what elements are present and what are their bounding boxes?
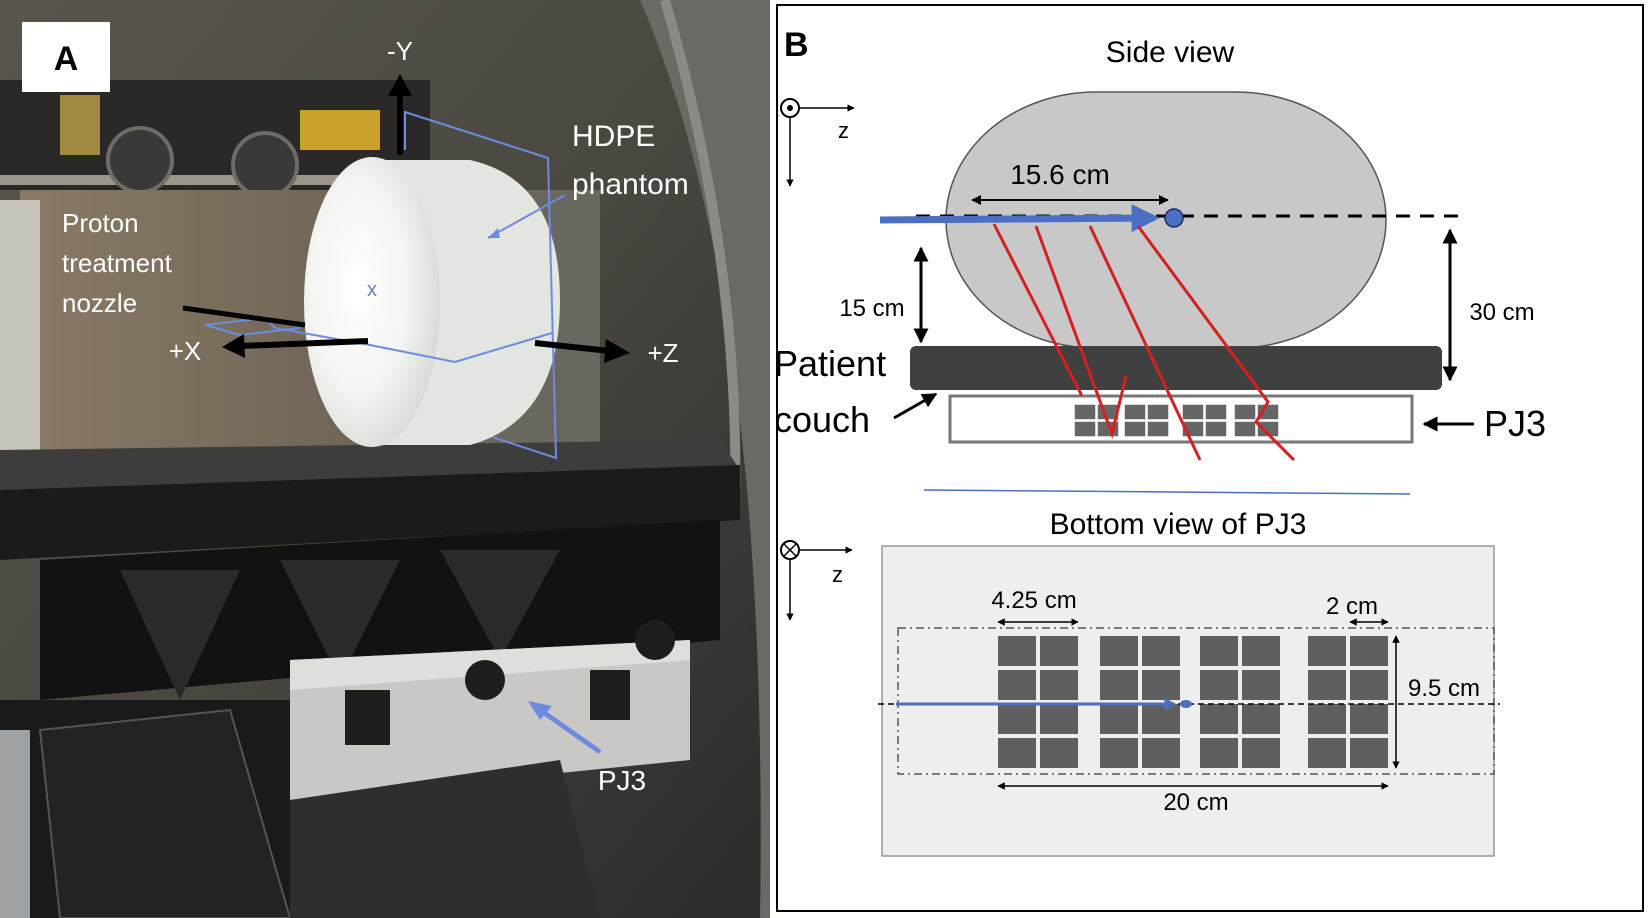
panel-b-schematic: B Side view x z y 15.6 cm 15 cm 30 cm Pa… — [776, 4, 1644, 912]
gamma-track — [1088, 225, 1202, 461]
side-axis-z-label: z — [838, 118, 849, 143]
pj3-bottom-outline — [897, 627, 1495, 775]
knob-icon — [635, 620, 675, 660]
gamma-track — [992, 223, 1084, 397]
couch-pointer — [893, 392, 938, 420]
pj3-pointer — [534, 704, 602, 755]
back-wall — [20, 190, 360, 450]
proton-beam-arrow — [879, 204, 1160, 233]
gantry-ring — [640, 0, 770, 918]
bottom-axis-z-label: z — [832, 562, 843, 587]
beam-height-dimension-label: 15 cm — [839, 295, 904, 322]
axis-neg-y-label: -Y — [387, 36, 413, 66]
svg-text:x: x — [367, 279, 377, 301]
crystal-size-dimension-label: 2 cm — [1326, 593, 1378, 620]
depth-dimension-label: 15.6 cm — [1010, 159, 1110, 190]
phantom-pointer — [487, 194, 566, 239]
bottom-view-title: Bottom view of PJ3 — [1050, 508, 1307, 541]
side-axis-x-label: x — [776, 96, 779, 121]
bottom-view-axes: y z x — [780, 540, 853, 621]
patient-couch — [910, 346, 1442, 390]
side-view-title: Side view — [1106, 36, 1235, 69]
pj3-side-crystals — [1073, 403, 1280, 438]
nozzle-label-line3: nozzle — [62, 288, 137, 318]
panel-a-label-box — [22, 22, 110, 92]
nozzle-line — [182, 305, 306, 328]
axis-pos-x-label: +X — [169, 336, 202, 366]
pos-z-axis-arrow — [534, 340, 611, 354]
width-dimension-label: 9.5 cm — [1408, 675, 1480, 702]
nozzle-label-line1: Proton — [62, 208, 139, 238]
axis-pos-z-label: +Z — [647, 338, 678, 368]
pj3-side-label: PJ3 — [1484, 403, 1546, 444]
phantom-label-line1: HDPE — [572, 120, 655, 153]
length-dimension-label: 20 cm — [1163, 789, 1228, 816]
phantom-label-line2: phantom — [572, 168, 689, 201]
nozzle-label-line2: treatment — [62, 248, 173, 278]
couch-label-line2: couch — [776, 399, 870, 440]
panel-a-label: A — [54, 40, 79, 78]
motor-icon — [106, 126, 174, 194]
pos-x-axis-arrow — [239, 338, 369, 349]
bragg-peak-dot — [1164, 208, 1184, 228]
total-height-dimension-label: 30 cm — [1469, 299, 1534, 326]
into-page-icon — [780, 540, 800, 560]
hdpe-phantom-face — [304, 157, 440, 447]
couch-label-line1: Patient — [776, 343, 886, 384]
out-of-page-icon — [780, 98, 800, 118]
panel-a-photo: x A -Y +X +Z HDPE phantom Proton treatme… — [0, 0, 770, 918]
prompt-gamma-tracks — [992, 223, 1296, 462]
knob-icon — [465, 660, 505, 700]
pj3-label: PJ3 — [598, 765, 646, 796]
pj3-bottom-crystals — [998, 636, 1388, 768]
gamma-track — [1034, 225, 1128, 440]
view-separator — [923, 489, 1411, 495]
module-pitch-dimension-label: 4.25 cm — [991, 587, 1076, 614]
bottom-bragg-dot — [1180, 700, 1192, 708]
side-view-axes: x z y — [776, 96, 855, 187]
panel-b-label: B — [784, 26, 809, 64]
yz-plane-outline — [404, 110, 558, 460]
gamma-track — [1136, 225, 1296, 462]
motor-icon — [231, 131, 299, 199]
